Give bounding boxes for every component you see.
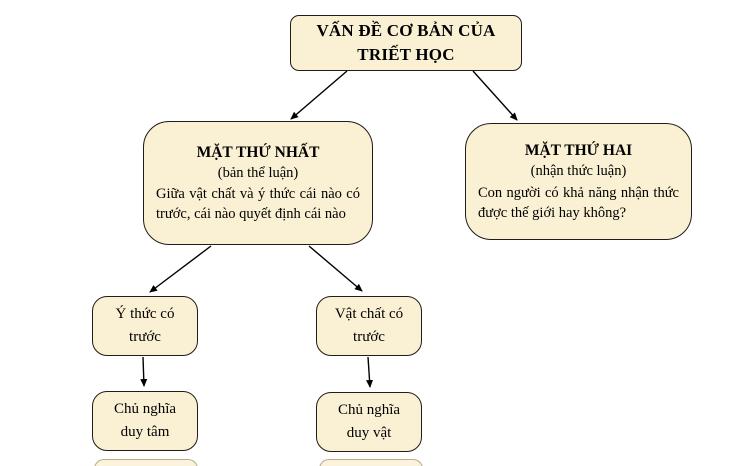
node-materialism: Chủ nghĩa duy vật	[316, 392, 422, 452]
node-consciousness-first: Ý thức có trước	[92, 296, 198, 356]
node-first-aspect: MẶT THỨ NHẤT (bản thể luận) Giữa vật chấ…	[143, 121, 373, 245]
arrow-root-to-first	[290, 70, 348, 120]
second-aspect-subtitle: (nhận thức luận)	[530, 163, 627, 180]
arrow-root-to-second	[472, 70, 518, 121]
materialism-line2: duy vật	[346, 425, 392, 441]
node-idealism: Chủ nghĩa duy tâm	[92, 391, 198, 451]
second-aspect-body: Con người có khả năng nhận thức được thế…	[478, 184, 679, 221]
root-title-line2: TRIẾT HỌC	[357, 45, 455, 64]
arrow-matter-to-materialism	[366, 356, 374, 388]
cropped-box-edge-left	[94, 459, 198, 466]
arrow-consciousness-to-idealism	[140, 356, 148, 387]
cropped-box-edge-right	[319, 459, 423, 466]
matter-first-line1: Vật chất có	[334, 305, 404, 322]
node-root: VẤN ĐỀ CƠ BẢN CỦA TRIẾT HỌC	[290, 15, 522, 71]
first-aspect-subtitle: (bản thể luận)	[217, 164, 299, 181]
idealism-line1: Chủ nghĩa	[113, 400, 177, 417]
root-title-line1: VẤN ĐỀ CƠ BẢN CỦA	[316, 20, 496, 40]
node-matter-first: Vật chất có trước	[316, 296, 422, 356]
second-aspect-title: MẶT THỨ HAI	[524, 142, 633, 160]
idealism-line2: duy tâm	[120, 424, 170, 440]
consciousness-first-line1: Ý thức có	[115, 305, 175, 322]
arrow-first-to-matter	[308, 245, 363, 292]
matter-first-line2: trước	[353, 329, 385, 345]
first-aspect-title: MẶT THỨ NHẤT	[196, 143, 320, 161]
consciousness-first-line2: trước	[129, 329, 161, 345]
arrow-first-to-consciousness	[149, 245, 212, 293]
first-aspect-body: Giữa vật chất và ý thức cái nào có trước…	[156, 186, 360, 223]
node-second-aspect: MẶT THỨ HAI (nhận thức luận) Con người c…	[465, 123, 692, 240]
materialism-line1: Chủ nghĩa	[337, 401, 401, 418]
